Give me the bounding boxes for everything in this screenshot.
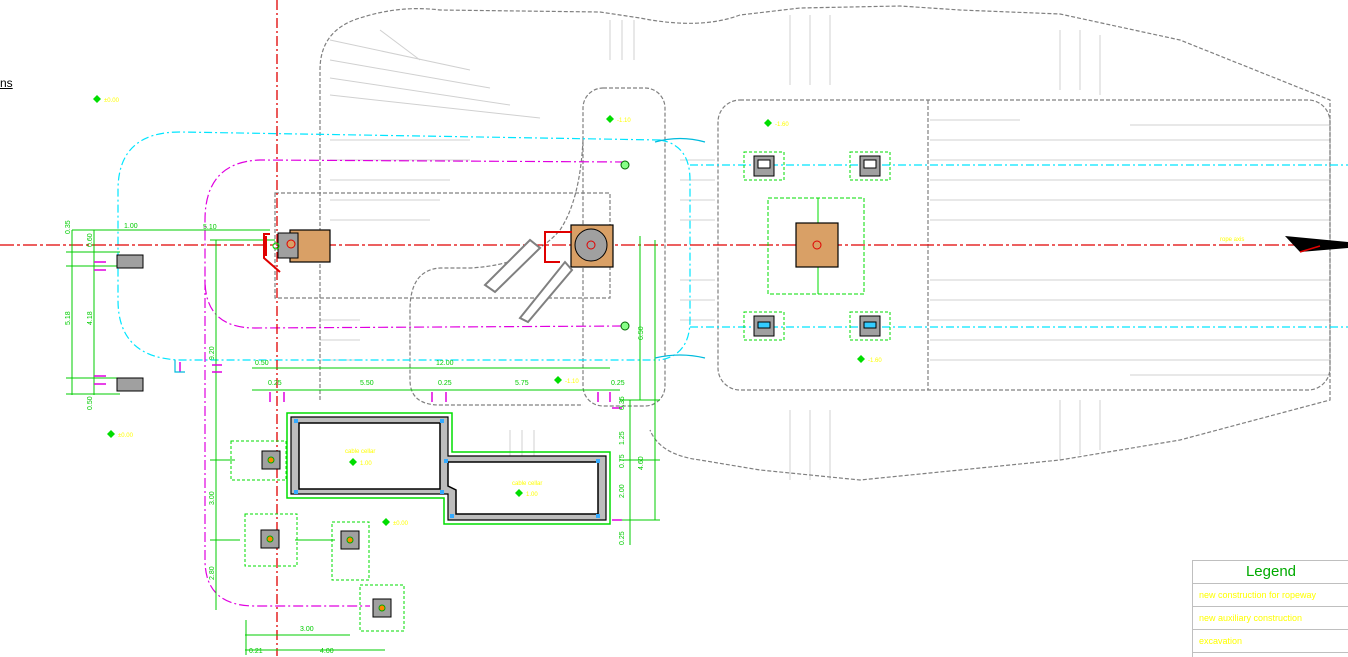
grey-block-bottom (116, 377, 144, 392)
elevation-label-2: -1.10 (617, 118, 631, 124)
arrow-red-stroke (1299, 245, 1321, 253)
dimension-lines (66, 229, 660, 655)
dim-2-80: 2.80 (209, 566, 216, 580)
dim-1-25: 1.25 (619, 431, 626, 445)
grey-block-top (116, 254, 144, 269)
rope-lines (117, 131, 1348, 361)
dimension-ticks (94, 261, 622, 521)
marker-bottom (620, 321, 630, 331)
dim-0-50-left: 0.50 (87, 396, 94, 410)
dim-5-18: 5.18 (65, 311, 72, 325)
dim-4-60: 4.60 (638, 456, 645, 470)
elevation-label-3: -1.60 (775, 122, 789, 128)
cable-cellar-structure: cable cellar cable cellar (286, 412, 611, 525)
legend-item-excavation: excavation (1193, 630, 1348, 653)
dim-0-75: 0.75 (619, 454, 626, 468)
elevation-label-7: -1.10 (565, 379, 579, 385)
elevation-label-4: -1.60 (868, 358, 882, 364)
dim-0-50: 0.50 (255, 360, 269, 367)
marker-top (620, 160, 630, 170)
cable-cellar-1-label: cable cellar (345, 449, 375, 455)
legend-item-auxiliary-construction: new auxiliary construction (1193, 607, 1348, 630)
dim-3-00: 3.00 (300, 626, 314, 633)
legend-title: Legend (1193, 561, 1348, 584)
dim-1-00: 1.00 (124, 223, 138, 230)
elevation-label-1: ±0.00 (104, 98, 120, 104)
direction-arrow-icon (1285, 236, 1348, 252)
dim-5-75: 5.75 (515, 380, 529, 387)
tower-footings (743, 151, 891, 341)
dim-12-00: 12.00 (436, 360, 454, 367)
elevation-label-5: ±0.00 (118, 433, 134, 439)
mountain-station-foundation (483, 224, 614, 324)
dim-5-50: 5.50 (360, 380, 374, 387)
dim-5-10: 5.10 (203, 224, 217, 231)
cable-cellar-2-label: cable cellar (512, 481, 542, 487)
dim-6-50: 6.50 (638, 326, 645, 340)
dim-0-25-b: 0.25 (438, 380, 452, 387)
legend-item-new-construction: new construction for ropeway (1193, 584, 1348, 607)
dim-2-00: 2.00 (619, 484, 626, 498)
legend-panel: Legend new construction for ropeway new … (1192, 560, 1348, 657)
dim-4-18: 4.18 (87, 311, 94, 325)
cable-cellar-1 (298, 422, 441, 490)
dim-0-21: 0.21 (249, 648, 263, 655)
dim-3-00-vertical: 3.00 (209, 491, 216, 505)
dim-4-00: 4.00 (320, 648, 334, 655)
dim-0-25-a: 0.25 (268, 380, 282, 387)
rope-axis-label: rope axis (1220, 237, 1244, 243)
dim-0-35: 0.35 (65, 220, 72, 234)
dim-0-25-c: 0.25 (611, 380, 625, 387)
cable-cellar-2 (447, 461, 599, 515)
elevation-label-6: ±0.00 (393, 521, 409, 527)
elevation-label-9: 1.00 (526, 492, 538, 498)
valley-station-foundation (263, 229, 331, 273)
dim-9-20: 9.20 (209, 346, 216, 360)
dim-0-25-d: 0.25 (619, 531, 626, 545)
magenta-lines (204, 159, 626, 607)
dim-0-60: 0.60 (87, 233, 94, 247)
partial-title: ns (0, 76, 13, 90)
return-station-foundation (767, 197, 865, 295)
pole-footings (230, 440, 405, 632)
elevation-markers (93, 95, 865, 526)
dim-0-35-right: 0.35 (619, 396, 626, 410)
rope-anchors (174, 137, 706, 373)
elevation-label-8: 1.00 (360, 461, 372, 467)
